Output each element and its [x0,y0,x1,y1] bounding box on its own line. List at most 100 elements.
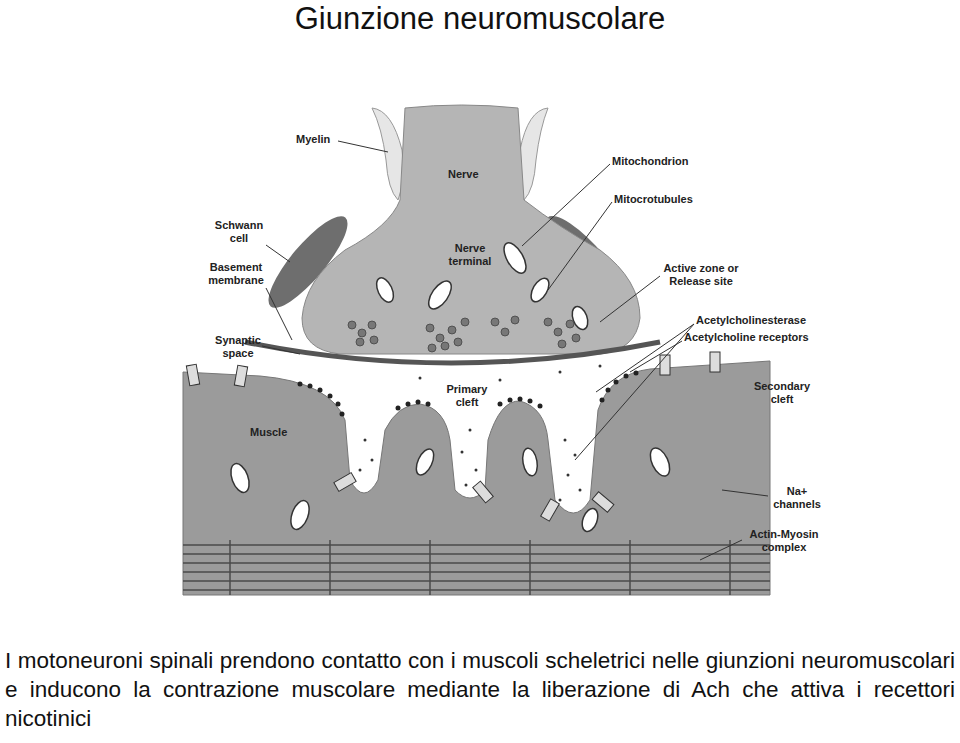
acetylcholine-receptors [606,388,611,393]
leader-lines [722,490,768,496]
synaptic-vesicles [558,340,566,348]
mitochondria [227,239,673,533]
actin-myosin [529,540,531,595]
receptors-label: Acetylcholine receptors [684,331,824,344]
leader-lines [262,346,300,354]
actin-myosin [183,540,770,595]
nerve-terminal [302,105,640,354]
mitochondria [500,239,531,276]
acetylcholine [499,379,502,382]
sodium-channels [473,481,494,503]
acetylcholine-receptors [508,398,513,403]
actin-myosin-label: Actin-Myosin complex [744,528,824,554]
mitochondria [287,498,312,532]
acetylcholine-receptors [308,384,313,389]
sodium-channel-label: Na+ channels [770,485,824,511]
acetylcholine-receptors [624,374,629,379]
nerve-label: Nerve [448,168,492,181]
mitochondria [227,461,252,495]
acetylcholine [475,469,478,472]
acetylcholine [559,499,562,502]
acetylcholine [567,474,570,477]
mitochondria [373,275,397,304]
synaptic-vesicles [436,334,444,342]
actin-myosin [183,571,770,573]
sodium-channels [186,352,720,521]
active-zone-label: Active zone or Release site [660,262,742,288]
acetylcholine-receptors [518,397,523,402]
synaptic-vesicles [501,328,509,336]
acetylcholine [559,371,562,374]
leader-lines [548,202,612,290]
acetylcholine-receptors [328,394,333,399]
basement-membrane [245,342,660,363]
acetylcholine-receptors [498,402,503,407]
acetylcholine [564,439,567,442]
synaptic-vesicles [370,336,378,344]
acetylcholine-receptors [298,371,639,417]
synaptic-vesicles [454,338,462,346]
acetylcholine-receptors [634,371,639,376]
acetylcholine-receptors [426,402,431,407]
actin-myosin [183,562,770,564]
page-title: Giunzione neuromuscolare [0,0,960,38]
synaptic-vesicles [491,318,499,326]
leader-lines [266,288,292,340]
synaptic-vesicles [428,344,436,352]
synaptic-vesicles [566,320,574,328]
acetylcholine-receptors [416,400,421,405]
sodium-channels [186,364,199,385]
acetylcholine-receptors [336,402,341,407]
actin-myosin [429,540,431,595]
secondary-cleft-label: Secondary cleft [752,380,812,406]
schwann-cell-label: Schwann cell [210,219,268,245]
acetylcholine [579,489,582,492]
mitochondrion-label: Mitochondrion [612,155,702,168]
leader-lines [596,324,694,392]
acetylcholine [469,429,472,432]
sodium-channels [592,492,614,513]
acetylcholine [465,484,468,487]
synaptic-vesicles [441,342,449,350]
synaptic-vesicles [368,321,376,329]
caption-text: I motoneuroni spinali prendono contatto … [5,646,955,733]
acetylcholine-receptors [340,412,345,417]
actin-myosin [629,540,631,595]
mitochondria [521,447,540,477]
actin-myosin [183,553,770,555]
actin-myosin [329,540,331,595]
synaptic-vesicles [554,328,562,336]
synaptic-vesicles [356,338,364,346]
synaptic-space-label: Synaptic space [212,334,264,360]
myelin-label: Myelin [296,133,340,146]
acetylcholine-receptors [614,380,619,385]
acetylcholine [419,377,422,380]
acetylcholine-receptors [406,402,411,407]
synaptic-vesicles [461,318,469,326]
leader-lines [338,141,388,152]
basement-membrane [245,342,660,363]
leader-lines [266,245,290,262]
acetylcholine [461,451,464,454]
actin-myosin [229,540,231,595]
sodium-channels [334,473,356,492]
synaptic-vesicles [511,316,519,324]
nerve-terminal-label: Nerve terminal [442,242,498,268]
actin-myosin [183,589,770,591]
sodium-channels [660,355,670,375]
mitochondria [646,445,673,479]
nerve-terminal [302,105,640,354]
synaptic-vesicles [544,318,552,326]
synaptic-vesicles [348,321,356,329]
basement-membrane-label: Basement membrane [204,261,268,287]
leader-lines [522,164,610,246]
mitochondria [424,277,455,312]
muscle-label: Muscle [250,426,300,439]
leader-lines [700,540,742,560]
mitochondria [527,275,552,305]
synaptic-vesicles [358,329,366,337]
mitochondria [413,446,438,477]
mitochondria [579,506,600,533]
